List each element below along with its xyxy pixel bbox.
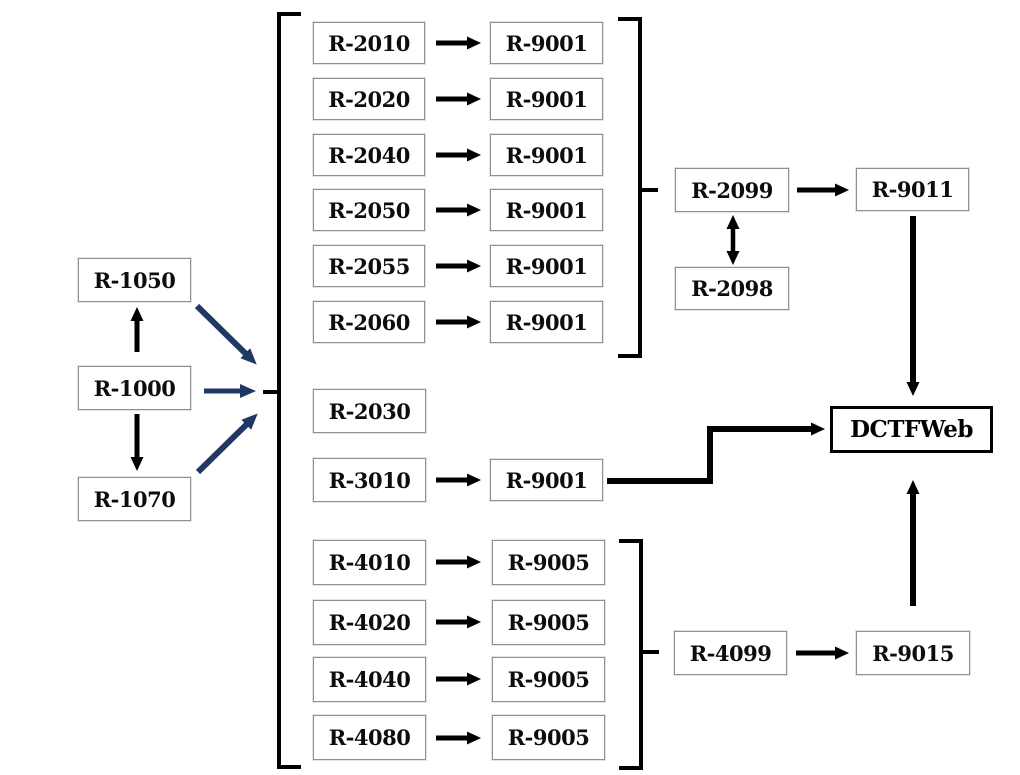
- node-r1050-label: R-1050: [93, 267, 176, 293]
- node-r1050: R-1050: [78, 258, 191, 302]
- left-group-bracket: [277, 12, 301, 769]
- node-r2099: R-2099: [675, 168, 789, 212]
- node-r9001-2: R-9001: [490, 78, 603, 120]
- node-r9005-2: R-9005: [492, 600, 605, 645]
- node-r9011: R-9011: [856, 168, 969, 211]
- node-r9001-5: R-9001: [490, 245, 603, 287]
- node-r1000: R-1000: [78, 366, 191, 410]
- node-r9005-label: R-9005: [507, 610, 590, 635]
- node-r4040: R-4040: [313, 657, 426, 702]
- node-r2030-label: R-2030: [328, 398, 411, 424]
- node-r9005-label: R-9005: [507, 550, 590, 575]
- node-r2099-label: R-2099: [691, 177, 773, 203]
- node-r3010: R-3010: [313, 458, 426, 502]
- node-r9001-1: R-9001: [490, 22, 603, 64]
- node-dctfweb: DCTFWeb: [830, 406, 993, 453]
- node-r4099-label: R-4099: [689, 640, 772, 666]
- node-r2030: R-2030: [313, 389, 426, 433]
- node-r4040-label: R-4040: [328, 667, 411, 692]
- node-r9001-label: R-9001: [505, 142, 588, 168]
- node-r4010: R-4010: [313, 540, 426, 585]
- node-r9005-1: R-9005: [492, 540, 605, 585]
- node-r2050-label: R-2050: [328, 197, 410, 223]
- arrow-r1050-bracket: [194, 303, 257, 365]
- node-r9015-label: R-9015: [872, 640, 954, 666]
- node-r2098: R-2098: [675, 267, 789, 310]
- node-r2050: R-2050: [313, 189, 425, 231]
- node-r9005-label: R-9005: [507, 725, 590, 750]
- node-r9005-4: R-9005: [492, 715, 605, 760]
- node-r9001-7: R-9001: [490, 459, 603, 501]
- node-r9001-6: R-9001: [490, 301, 603, 343]
- node-r1070-label: R-1070: [93, 486, 176, 512]
- node-r1000-label: R-1000: [93, 375, 176, 401]
- node-r4020: R-4020: [313, 600, 426, 645]
- node-r2055: R-2055: [313, 245, 425, 287]
- node-r9001-label: R-9001: [505, 197, 588, 223]
- node-r2098-label: R-2098: [691, 276, 773, 301]
- node-r4020-label: R-4020: [328, 610, 411, 635]
- node-r9005-3: R-9005: [492, 657, 605, 702]
- group4-right-bracket: [619, 539, 643, 770]
- node-r9001-label: R-9001: [505, 467, 588, 493]
- node-r2010-label: R-2010: [328, 30, 410, 56]
- group2-right-bracket: [618, 17, 642, 358]
- node-r9001-label: R-9001: [505, 86, 588, 112]
- node-r1070: R-1070: [78, 477, 191, 521]
- node-r4080: R-4080: [313, 715, 426, 760]
- node-r9001-label: R-9001: [505, 309, 588, 335]
- node-r2040: R-2040: [313, 134, 425, 176]
- node-r9005-label: R-9005: [507, 667, 590, 692]
- node-r3010-label: R-3010: [328, 467, 411, 493]
- node-r4010-label: R-4010: [328, 550, 411, 575]
- node-r2040-label: R-2040: [328, 142, 410, 168]
- node-r2060: R-2060: [313, 301, 425, 343]
- node-r9011-label: R-9011: [871, 177, 954, 202]
- node-r2010: R-2010: [313, 22, 425, 64]
- node-r9001-3: R-9001: [490, 134, 603, 176]
- node-r4080-label: R-4080: [328, 725, 411, 750]
- node-r2055-label: R-2055: [328, 253, 410, 279]
- node-dctfweb-label: DCTFWeb: [850, 416, 973, 443]
- node-r2060-label: R-2060: [328, 309, 410, 335]
- node-r2020: R-2020: [313, 78, 425, 120]
- arrow-r9001-dctfweb-elbow: [607, 422, 825, 484]
- arrow-r1070-bracket: [195, 413, 258, 475]
- node-r2020-label: R-2020: [328, 86, 410, 112]
- node-r9001-label: R-9001: [505, 30, 588, 56]
- node-r9015: R-9015: [856, 631, 970, 675]
- node-r9001-4: R-9001: [490, 189, 603, 231]
- node-r9001-label: R-9001: [505, 253, 588, 279]
- node-r4099: R-4099: [674, 631, 787, 675]
